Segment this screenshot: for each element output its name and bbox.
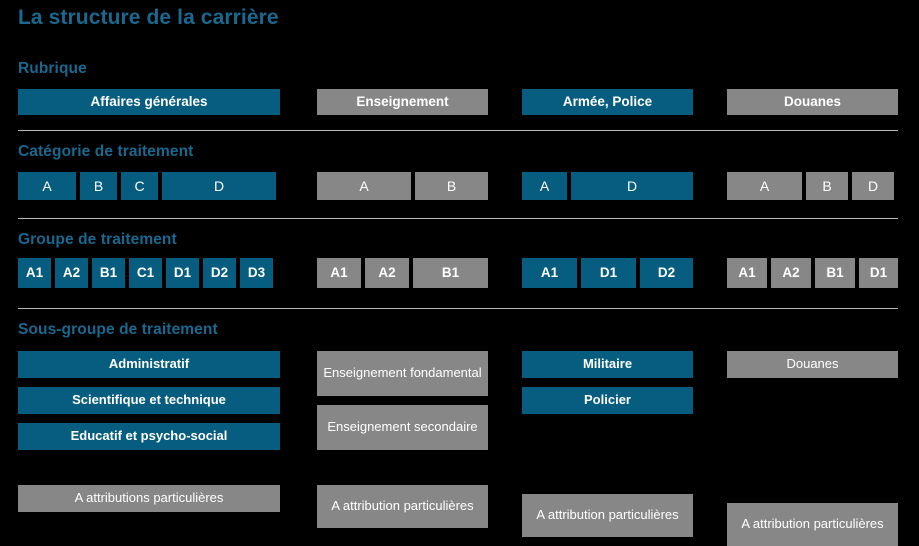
categorie-column-2: A B — [317, 172, 488, 200]
section-label-sousgroupe: Sous-groupe de traitement — [18, 321, 218, 338]
sousgroupe-column-3: Militaire Policier A attribution particu… — [522, 351, 693, 537]
divider-rubrique — [18, 130, 898, 131]
categorie-chip[interactable]: D — [162, 172, 276, 200]
groupe-chip[interactable]: B1 — [413, 258, 488, 288]
rubrique-column-4: Douanes — [727, 89, 898, 115]
categorie-chip[interactable]: A — [727, 172, 802, 200]
sousgroupe-column-1: Administratif Scientifique et technique … — [18, 351, 280, 512]
section-label-groupe: Groupe de traitement — [18, 231, 177, 248]
rubrique-chip[interactable]: Douanes — [727, 89, 898, 115]
groupe-chip[interactable]: B1 — [815, 258, 855, 288]
divider-categorie — [18, 218, 898, 219]
groupe-chip[interactable]: D3 — [240, 258, 273, 288]
groupe-chip[interactable]: D1 — [859, 258, 899, 288]
groupe-chip[interactable]: B1 — [92, 258, 125, 288]
sousgroupe-chip[interactable]: Enseignement fondamental — [317, 351, 488, 396]
section-label-rubrique: Rubrique — [18, 60, 87, 77]
sousgroupe-chip[interactable]: A attribution particulières — [522, 494, 693, 537]
categorie-chip[interactable]: B — [806, 172, 848, 200]
categorie-column-3: A D — [522, 172, 693, 200]
groupe-chip[interactable]: D1 — [166, 258, 199, 288]
sousgroupe-chip[interactable]: A attributions particulières — [18, 485, 280, 512]
sousgroupe-chip[interactable]: Policier — [522, 387, 693, 414]
rubrique-chip[interactable]: Enseignement — [317, 89, 488, 115]
rubrique-column-1: Affaires générales — [18, 89, 280, 115]
categorie-chip[interactable]: C — [121, 172, 158, 200]
rubrique-chip[interactable]: Affaires générales — [18, 89, 280, 115]
categorie-chip[interactable]: D — [852, 172, 894, 200]
sousgroupe-chip[interactable]: Administratif — [18, 351, 280, 378]
rubrique-column-3: Armée, Police — [522, 89, 693, 115]
groupe-chip[interactable]: A2 — [771, 258, 811, 288]
groupe-chip[interactable]: A1 — [317, 258, 361, 288]
categorie-chip[interactable]: A — [18, 172, 76, 200]
groupe-chip[interactable]: A1 — [522, 258, 577, 288]
sousgroupe-chip[interactable]: Douanes — [727, 351, 898, 378]
groupe-chip[interactable]: A2 — [365, 258, 409, 288]
groupe-chip[interactable]: D2 — [640, 258, 693, 288]
sousgroupe-column-4: Douanes A attribution particulières — [727, 351, 898, 546]
groupe-column-3: A1 D1 D2 — [522, 258, 693, 288]
groupe-column-4: A1 A2 B1 D1 — [727, 258, 899, 288]
groupe-chip[interactable]: A2 — [55, 258, 88, 288]
spacer — [317, 459, 488, 476]
categorie-column-4: A B D — [727, 172, 898, 200]
groupe-chip[interactable]: A1 — [18, 258, 51, 288]
groupe-chip[interactable]: C1 — [129, 258, 162, 288]
sousgroupe-chip[interactable]: Enseignement secondaire — [317, 405, 488, 450]
spacer — [18, 459, 280, 476]
rubrique-chip[interactable]: Armée, Police — [522, 89, 693, 115]
spacer — [522, 423, 693, 485]
groupe-column-1: A1 A2 B1 C1 D1 D2 D3 — [18, 258, 280, 288]
sousgroupe-chip[interactable]: A attribution particulières — [317, 485, 488, 528]
categorie-chip[interactable]: B — [80, 172, 117, 200]
categorie-column-1: A B C D — [18, 172, 280, 200]
groupe-chip[interactable]: A1 — [727, 258, 767, 288]
divider-groupe — [18, 308, 898, 309]
categorie-chip[interactable]: A — [522, 172, 567, 200]
groupe-chip[interactable]: D1 — [581, 258, 636, 288]
categorie-chip[interactable]: D — [571, 172, 693, 200]
sousgroupe-chip[interactable]: A attribution particulières — [727, 503, 898, 546]
groupe-chip[interactable]: D2 — [203, 258, 236, 288]
groupe-column-2: A1 A2 B1 — [317, 258, 488, 288]
categorie-chip[interactable]: A — [317, 172, 411, 200]
section-label-categorie: Catégorie de traitement — [18, 143, 194, 160]
page-title: La structure de la carrière — [18, 6, 279, 29]
sousgroupe-column-2: Enseignement fondamental Enseignement se… — [317, 351, 488, 528]
categorie-chip[interactable]: B — [415, 172, 488, 200]
sousgroupe-chip[interactable]: Educatif et psycho-social — [18, 423, 280, 450]
rubrique-column-2: Enseignement — [317, 89, 488, 115]
sousgroupe-chip[interactable]: Militaire — [522, 351, 693, 378]
sousgroupe-chip[interactable]: Scientifique et technique — [18, 387, 280, 414]
spacer — [727, 387, 898, 494]
